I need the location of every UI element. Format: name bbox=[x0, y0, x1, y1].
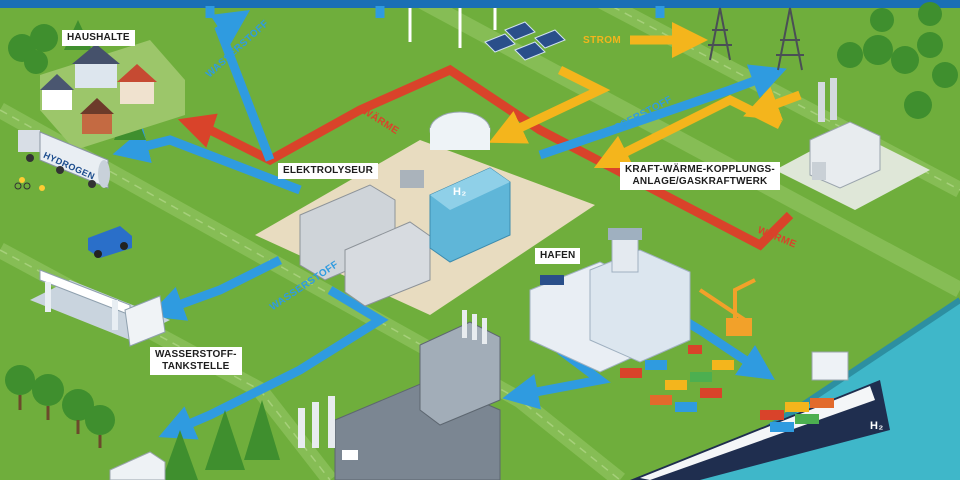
harbour-building-illustration bbox=[529, 228, 691, 373]
harbour-crane bbox=[698, 278, 756, 336]
label-chp-plant: KRAFT-WÄRME-KOPPLUNGS-ANLAGE/GASKRAFTWER… bbox=[620, 162, 780, 190]
wind-turbines bbox=[408, 8, 497, 48]
cargo-ship bbox=[630, 351, 890, 480]
label-hydrogen-station: WASSERSTOFF-TANKSTELLE bbox=[150, 347, 242, 375]
car bbox=[88, 226, 132, 258]
label-households: HAUSHALTE bbox=[62, 30, 135, 46]
power-flow-lines bbox=[488, 22, 802, 169]
chp-plant-illustration bbox=[775, 78, 930, 210]
heat-flow-lines bbox=[177, 64, 794, 251]
containers bbox=[620, 345, 734, 412]
electrolyser-illustration bbox=[255, 111, 595, 315]
hydrogen-flow-lines bbox=[112, 6, 787, 440]
ship-h2-marking: H₂ bbox=[870, 420, 884, 432]
hydrogen-station-illustration bbox=[30, 269, 170, 347]
industrial-plant-illustration bbox=[298, 310, 501, 480]
hydrogen-truck bbox=[18, 130, 110, 189]
cyclists bbox=[14, 177, 45, 191]
flow-label-power: STROM bbox=[583, 35, 622, 46]
small-building bbox=[109, 451, 166, 480]
power-pylons bbox=[708, 7, 804, 71]
households-illustration bbox=[40, 40, 185, 150]
label-electrolyser: ELEKTROLYSEUR bbox=[278, 163, 379, 179]
trees bbox=[5, 2, 958, 480]
solar-panels bbox=[484, 21, 566, 61]
label-harbour: HAFEN bbox=[535, 248, 581, 264]
h2-marking: H₂ bbox=[453, 186, 467, 198]
top-water-strip bbox=[0, 0, 960, 8]
